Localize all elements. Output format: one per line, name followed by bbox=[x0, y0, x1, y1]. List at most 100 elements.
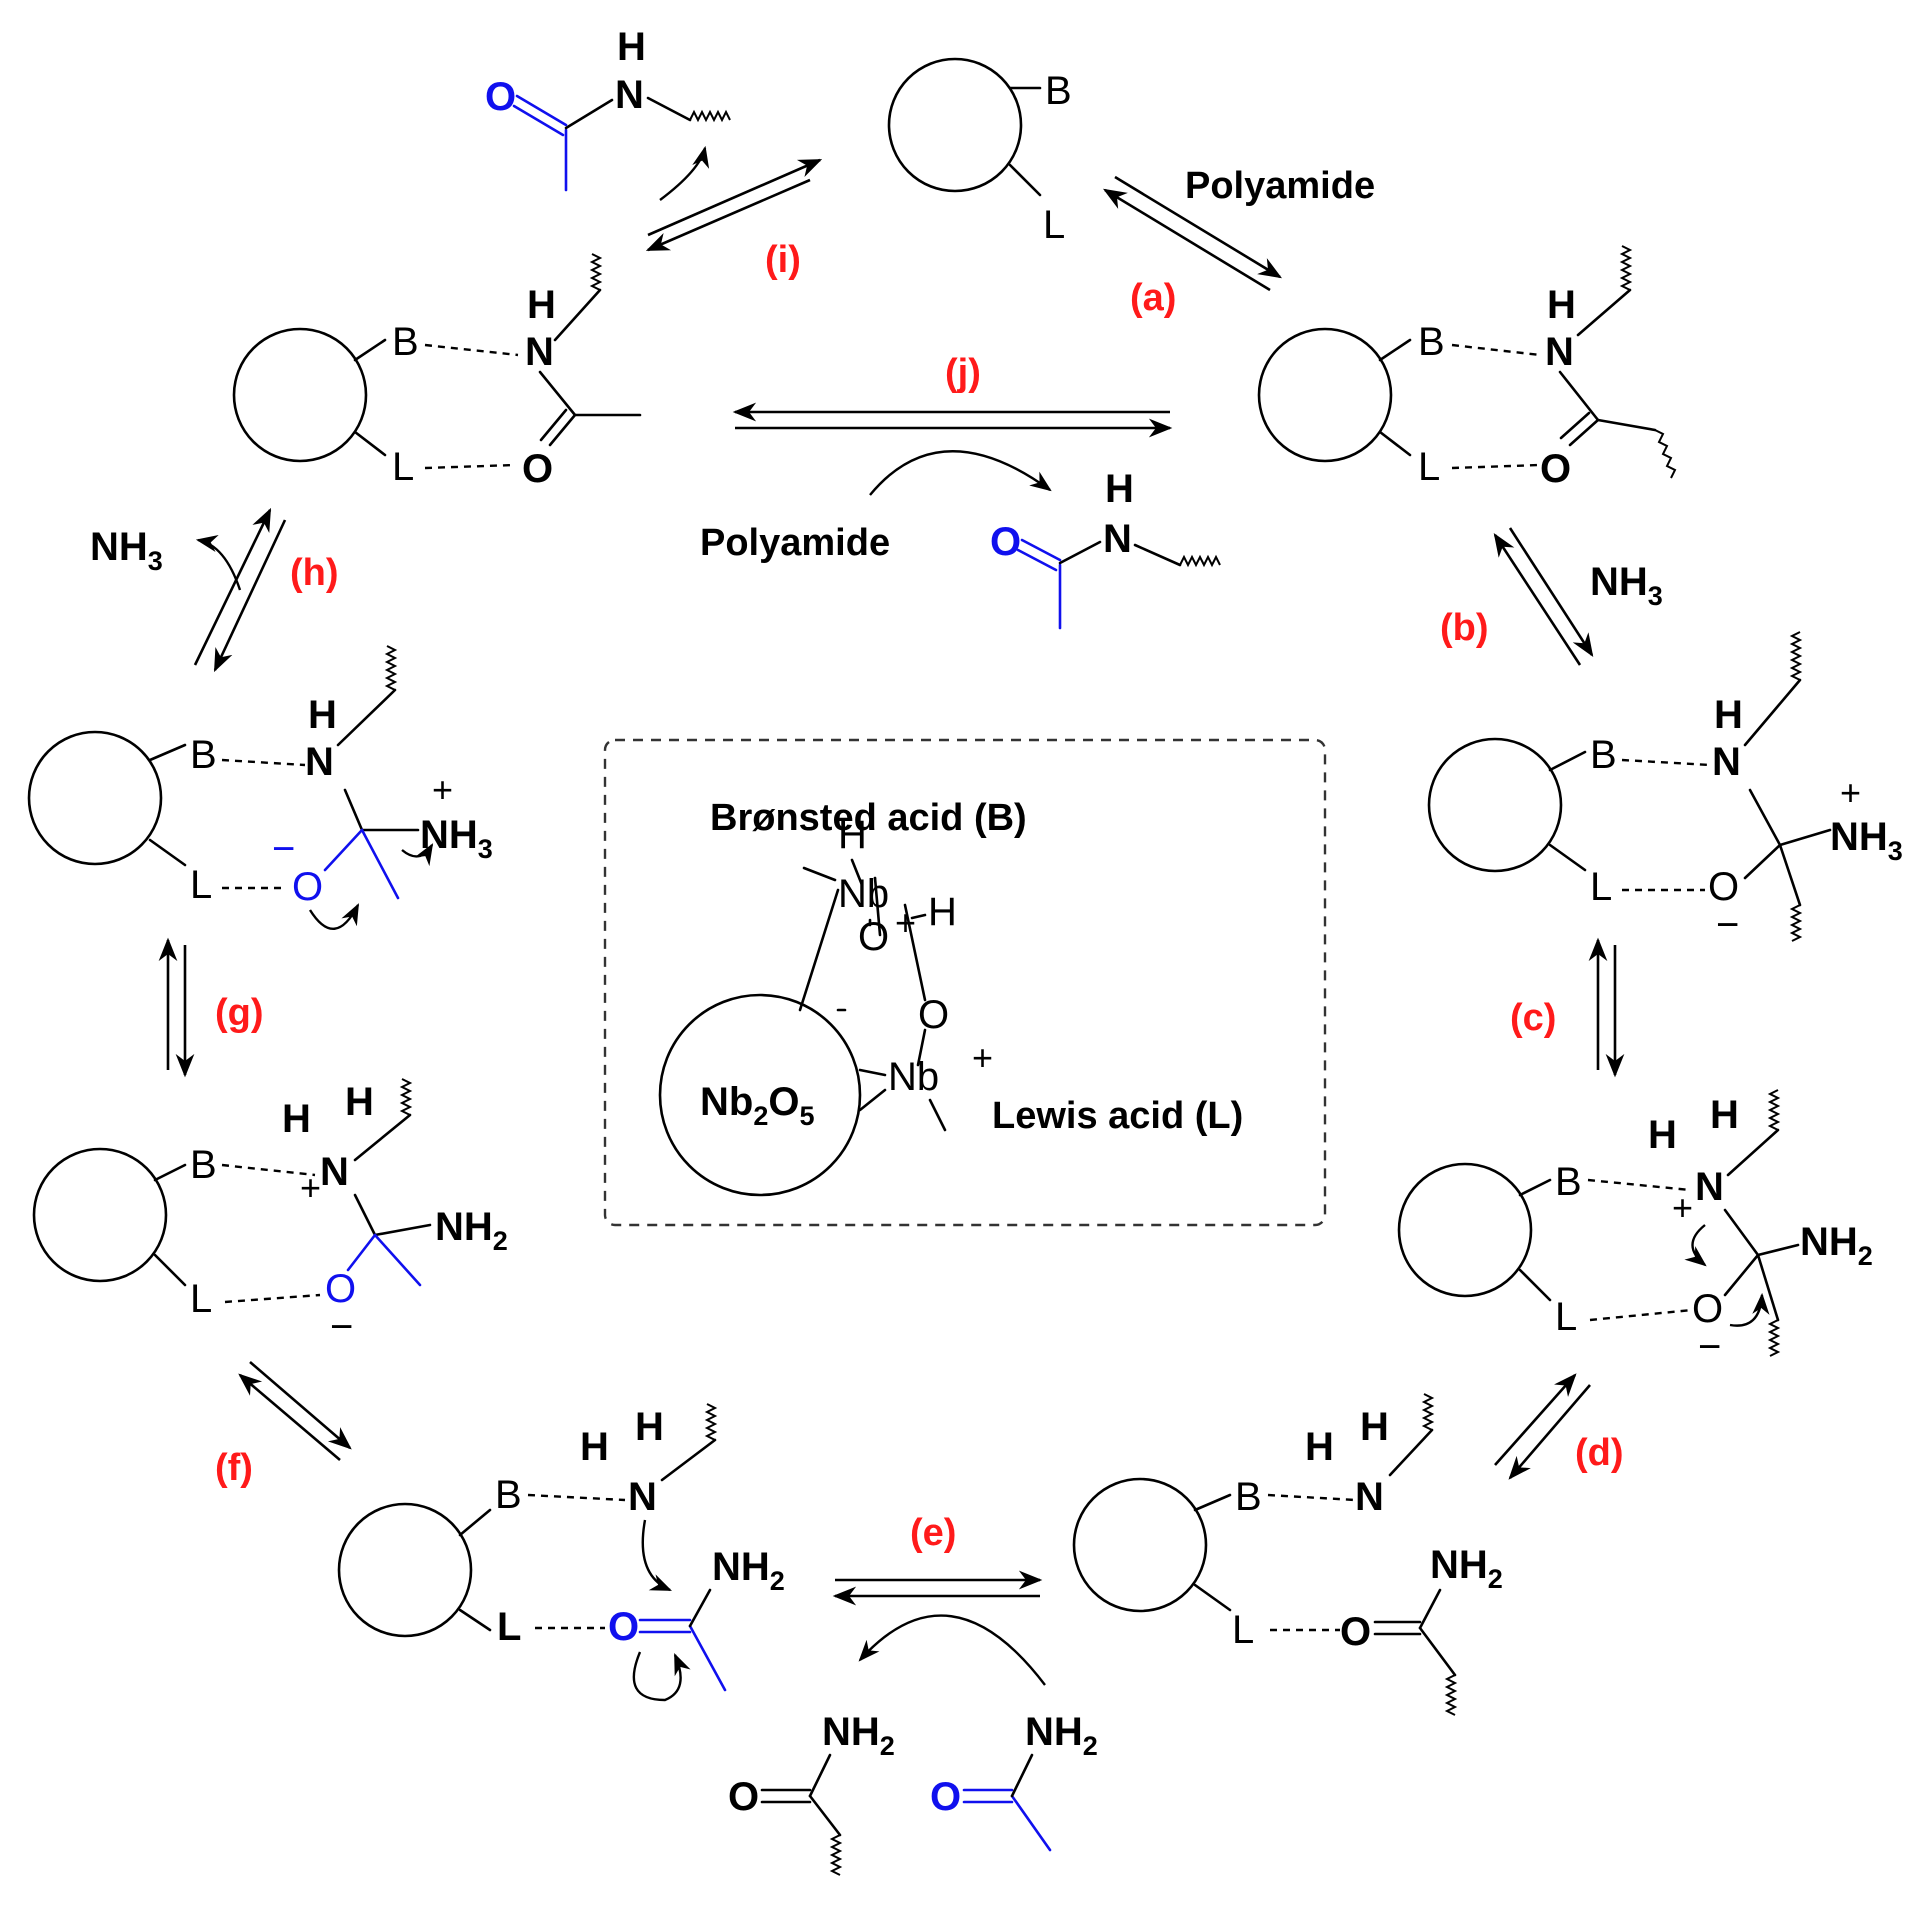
step-label-a: (a) bbox=[1130, 277, 1176, 319]
adsorbed-acetamide-f: B L N H H O NH2 bbox=[337, 1403, 785, 1702]
lewis-site: L bbox=[190, 1277, 212, 1321]
lewis-acid-label: Lewis acid (L) bbox=[992, 1095, 1243, 1137]
tetrahedral-intermediate-b: B L N H O − NH3 + bbox=[1427, 631, 1903, 947]
bronsted-site: B bbox=[1045, 69, 1072, 113]
amine-hydrogen-2: H bbox=[635, 1405, 664, 1449]
amine-nitrogen: N bbox=[628, 1475, 657, 1519]
equilibrium-arrows-b: NH3 (b) bbox=[1440, 527, 1663, 666]
svg-text:NH3: NH3 bbox=[1590, 560, 1663, 611]
carbonyl-oxygen: O bbox=[608, 1605, 639, 1649]
ammonia-reagent-b: NH3 bbox=[1590, 560, 1663, 611]
step-label-i: (i) bbox=[765, 239, 801, 281]
oxide-charge: − bbox=[330, 1305, 353, 1349]
amide-nitrogen: N bbox=[1545, 330, 1574, 374]
svg-text:NH2: NH2 bbox=[822, 1710, 895, 1761]
polyamide-reagent-a: Polyamide bbox=[1185, 165, 1375, 207]
lewis-site: L bbox=[1232, 1608, 1254, 1652]
oxide-charge: − bbox=[1716, 903, 1739, 947]
ammonium-charge: + bbox=[432, 769, 453, 810]
carbonyl-oxygen: O bbox=[728, 1775, 759, 1819]
lewis-site: L bbox=[1418, 445, 1440, 489]
lewis-site: L bbox=[392, 445, 414, 489]
protonated-intermediate-c: B L N H H + O − NH2 bbox=[1397, 1089, 1873, 1369]
equilibrium-arrows-j: (j) Polyamide bbox=[700, 352, 1173, 564]
amide-nitrogen: N bbox=[305, 740, 334, 784]
amine-nitrogen: N bbox=[1355, 1475, 1384, 1519]
ammonium-nitrogen: N bbox=[1695, 1165, 1724, 1209]
bronsted-site: B bbox=[190, 1143, 217, 1187]
step-label-g: (g) bbox=[215, 992, 264, 1034]
oxide-charge: − bbox=[1698, 1325, 1721, 1369]
free-catalyst: B L bbox=[887, 57, 1072, 247]
equilibrium-arrows-a: Polyamide (a) bbox=[1102, 165, 1375, 319]
released-acetamide-i: O N H bbox=[485, 25, 731, 192]
carbonyl-oxygen: O bbox=[485, 75, 516, 119]
legend-frame bbox=[603, 738, 1327, 1227]
amide-hydrogen: H bbox=[1547, 283, 1576, 327]
amide-hydrogen: H bbox=[527, 283, 556, 327]
hydronium-oxygen: O bbox=[858, 915, 889, 959]
svg-text:NH3: NH3 bbox=[90, 525, 163, 576]
svg-text:NH2: NH2 bbox=[1430, 1543, 1503, 1594]
released-acetamide-j: O N H bbox=[990, 467, 1221, 630]
protonated-intermediate-g: B L N H H + O − NH2 bbox=[32, 1078, 508, 1349]
catalyst-legend: Brønsted acid (B) Nb2O5 Nb Nb O O H H + … bbox=[603, 738, 1327, 1227]
step-label-h: (h) bbox=[290, 552, 339, 594]
svg-text:NH2: NH2 bbox=[1800, 1220, 1873, 1271]
step-label-e: (e) bbox=[910, 1512, 956, 1554]
released-amide-e: O NH2 bbox=[728, 1710, 895, 1876]
ammonium-group: NH bbox=[1830, 815, 1888, 859]
equilibrium-arrows-d: (d) bbox=[1494, 1373, 1624, 1480]
equilibrium-arrows-g: (g) bbox=[158, 937, 264, 1078]
niobium-atom-1: Nb bbox=[838, 872, 889, 916]
svg-text:NH2: NH2 bbox=[1025, 1710, 1098, 1761]
amine-hydrogen-2: H bbox=[1360, 1405, 1389, 1449]
bronsted-site: B bbox=[1590, 733, 1617, 777]
bronsted-site: B bbox=[190, 733, 217, 777]
amine-group: NH bbox=[435, 1205, 493, 1249]
step-label-d: (d) bbox=[1575, 1432, 1624, 1474]
polyamide-reagent-j: Polyamide bbox=[700, 522, 890, 564]
carbonyl-oxygen: O bbox=[990, 520, 1021, 564]
step-label-b: (b) bbox=[1440, 607, 1489, 649]
alkoxide-oxygen: O bbox=[1692, 1287, 1723, 1331]
bronsted-site: B bbox=[1418, 320, 1445, 364]
ammonium-charge: + bbox=[1840, 772, 1861, 813]
carbonyl-oxygen: O bbox=[1540, 447, 1571, 491]
amide-nitrogen: N bbox=[525, 330, 554, 374]
equilibrium-arrows-e: (e) bbox=[832, 1512, 1046, 1686]
ammonia-product-h: NH3 bbox=[90, 525, 163, 576]
amine-group: NH bbox=[1025, 1710, 1083, 1754]
amine-group: NH bbox=[822, 1710, 880, 1754]
bridging-oxygen: O bbox=[918, 993, 949, 1037]
equilibrium-arrows-i: (i) bbox=[645, 145, 823, 281]
step-label-j: (j) bbox=[945, 352, 981, 394]
ammonium-hydrogen-1: H bbox=[282, 1097, 311, 1141]
bronsted-site: B bbox=[495, 1473, 522, 1517]
amide-hydrogen: H bbox=[617, 25, 646, 69]
lewis-site: L bbox=[1590, 865, 1612, 909]
hydronium-h2: H bbox=[928, 890, 957, 934]
alkoxide-oxygen: O bbox=[325, 1267, 356, 1311]
ammonium-hydrogen-2: H bbox=[345, 1080, 374, 1124]
niobium-atom-2: Nb bbox=[888, 1055, 939, 1099]
amide-hydrogen: H bbox=[308, 693, 337, 737]
lewis-site: L bbox=[190, 863, 212, 907]
tetrahedral-intermediate-h: B L N H O − NH3 + bbox=[27, 645, 493, 930]
amide-nitrogen: N bbox=[1103, 517, 1132, 561]
adsorbed-amide-left: B L N H O bbox=[232, 253, 642, 491]
amine-group: NH bbox=[1430, 1543, 1488, 1587]
amine-group: NH bbox=[1800, 1220, 1858, 1264]
catalyst-formula: Nb2O5 bbox=[700, 1080, 815, 1131]
alkoxide-oxygen: O bbox=[292, 865, 323, 909]
amine-hydrogen-1: H bbox=[580, 1425, 609, 1469]
carbonyl-oxygen: O bbox=[930, 1775, 961, 1819]
amine-hydrogen-1: H bbox=[1305, 1425, 1334, 1469]
bronsted-acid-label: Brønsted acid (B) bbox=[710, 797, 1027, 839]
amide-hydrogen: H bbox=[1105, 467, 1134, 511]
amide-hydrogen: H bbox=[1714, 693, 1743, 737]
lewis-site: L bbox=[497, 1605, 521, 1649]
adsorbed-amide-d: B L N H H O NH2 bbox=[1072, 1393, 1503, 1716]
lewis-site: L bbox=[1555, 1295, 1577, 1339]
